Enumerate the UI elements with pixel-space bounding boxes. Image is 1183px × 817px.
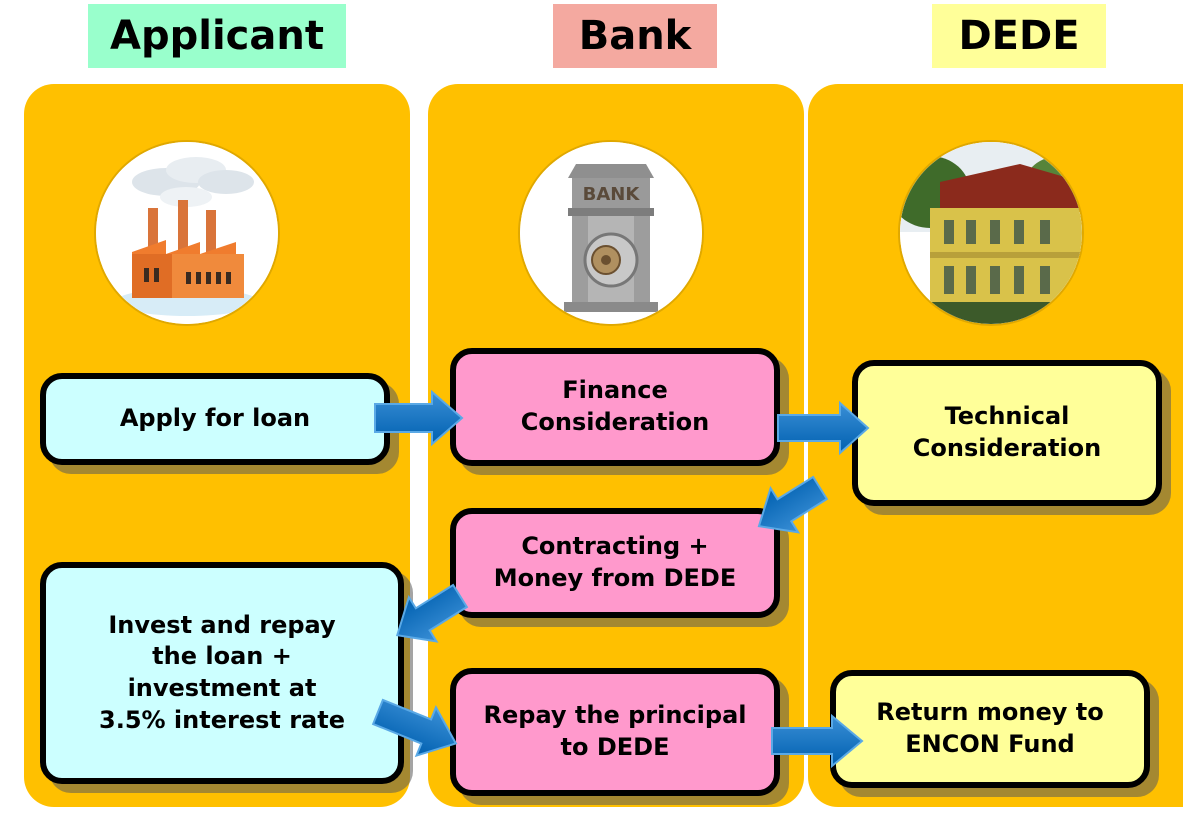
return-money-box: Return money to ENCON Fund — [830, 670, 1150, 788]
finance-consideration-text: Finance Consideration — [520, 376, 710, 436]
technical-consideration-box: Technical Consideration — [852, 360, 1162, 506]
bank-vault-icon: BANK — [520, 142, 702, 324]
dede-header: DEDE — [932, 4, 1106, 68]
finance-consideration-box: Finance Consideration — [450, 348, 780, 466]
apply-for-loan-box: Apply for loan — [40, 373, 390, 465]
invest-and-repay-text: Invest and repay the loan + investment a… — [99, 610, 345, 734]
repay-principal-text: Repay the principal to DEDE — [483, 701, 747, 761]
technical-consideration-text: Technical Consideration — [912, 402, 1102, 462]
repay-principal-box: Repay the principal to DEDE — [450, 668, 780, 796]
applicant-header-label: Applicant — [110, 13, 324, 59]
apply-for-loan-text: Apply for loan — [119, 404, 311, 433]
bank-header-label: Bank — [578, 13, 692, 59]
bank-header: Bank — [553, 4, 717, 68]
dede-header-label: DEDE — [958, 13, 1080, 59]
invest-and-repay-box: Invest and repay the loan + investment a… — [40, 562, 404, 784]
return-money-text: Return money to ENCON Fund — [876, 698, 1104, 758]
contracting-text: Contracting + Money from DEDE — [493, 532, 737, 592]
bank-sign-text: BANK — [583, 184, 641, 205]
government-building-icon — [900, 142, 1082, 324]
contracting-box: Contracting + Money from DEDE — [450, 508, 780, 618]
applicant-header: Applicant — [88, 4, 346, 68]
factory-icon — [96, 142, 278, 324]
